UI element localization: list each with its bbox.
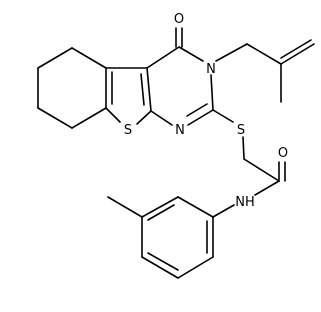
bond: [37, 107, 73, 129]
bond: [242, 136, 245, 160]
bond: [141, 256, 179, 279]
bond: [147, 252, 179, 271]
bond: [146, 67, 152, 112]
bond: [178, 46, 204, 62]
bond: [280, 39, 312, 59]
bond: [177, 196, 214, 218]
bond: [146, 46, 180, 69]
bond: [140, 73, 145, 106]
bond: [254, 180, 280, 196]
bond: [177, 256, 214, 279]
bond: [212, 204, 235, 218]
bond: [243, 158, 280, 182]
bond: [150, 110, 173, 126]
atom-labels: O N N S S O NH: [124, 12, 288, 210]
atom-label-nitrogen-ring: N: [206, 62, 216, 77]
bond: [141, 196, 179, 218]
bond: [210, 74, 214, 111]
bond: [71, 47, 107, 69]
bond: [280, 43, 315, 65]
atom-label-sulfur-thioether: S: [237, 123, 245, 138]
bond-lines: [37, 27, 315, 279]
bond: [246, 43, 282, 65]
bond: [71, 107, 107, 129]
bond: [215, 43, 248, 62]
bond: [136, 110, 152, 125]
atom-label-oxygen-carbonyl: O: [174, 12, 184, 27]
bond: [107, 196, 143, 218]
atom-label-nitrogen-pyrimidine: N: [175, 123, 185, 138]
atom-label-sulfur-thiophene: S: [124, 123, 132, 138]
atom-label-nitrogen-amide: NH: [235, 195, 255, 210]
bond: [37, 47, 73, 69]
bond: [187, 109, 214, 126]
bond: [147, 204, 175, 221]
bond: [105, 107, 121, 123]
bond: [212, 109, 234, 123]
bond: [186, 103, 208, 117]
atom-label-oxygen-amide: O: [278, 146, 288, 161]
